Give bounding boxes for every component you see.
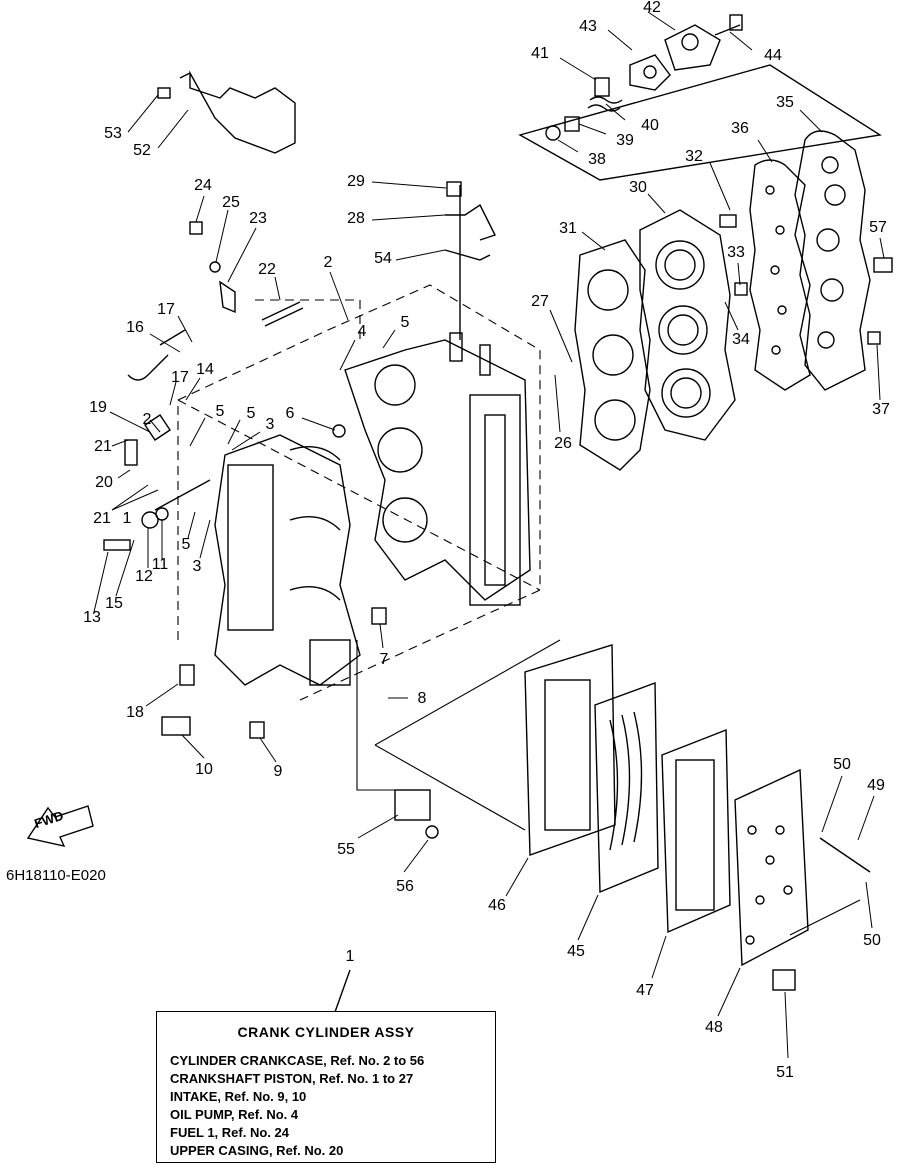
callout-52: 52 <box>133 142 151 159</box>
callout-26: 26 <box>554 435 572 452</box>
callout-9: 9 <box>273 763 283 780</box>
callout-31: 31 <box>559 220 577 237</box>
callout-34: 34 <box>732 331 750 348</box>
callout-47: 47 <box>636 982 654 999</box>
fwd-arrow <box>26 805 94 847</box>
callout-7: 7 <box>379 651 389 668</box>
callout-13: 13 <box>83 609 101 626</box>
callout-33: 33 <box>727 244 745 261</box>
callout-25: 25 <box>222 194 240 211</box>
intake-leader-lines <box>356 639 861 936</box>
callout-17a: 17 <box>157 301 175 318</box>
callout-21a: 21 <box>94 438 112 455</box>
legend-line: OIL PUMP, Ref. No. 4 <box>170 1107 299 1122</box>
callout-15: 15 <box>105 595 123 612</box>
callout-35: 35 <box>776 94 794 111</box>
callout-32: 32 <box>685 148 703 165</box>
callout-44: 44 <box>764 47 782 64</box>
callout-54: 54 <box>374 250 392 267</box>
callout-48: 48 <box>705 1019 723 1036</box>
callout-57: 57 <box>869 219 887 236</box>
callout-16: 16 <box>126 319 144 336</box>
callout-5c: 5 <box>246 405 256 422</box>
callout-1a: 1 <box>122 510 132 527</box>
legend-box: CRANK CYLINDER ASSY CYLINDER CRANKCASE, … <box>156 1011 496 1163</box>
legend-line: CYLINDER CRANKCASE, Ref. No. 2 to 56 <box>170 1053 425 1068</box>
callout-49: 49 <box>867 777 885 794</box>
callout-30: 30 <box>629 179 647 196</box>
callout-12: 12 <box>135 568 153 585</box>
callout-56: 56 <box>396 878 414 895</box>
callout-24: 24 <box>194 177 212 194</box>
crankcase <box>214 434 361 686</box>
callout-4: 4 <box>357 323 367 340</box>
oil-pump-group <box>518 14 882 181</box>
callout-45: 45 <box>567 943 585 960</box>
legend-lines: CYLINDER CRANKCASE, Ref. No. 2 to 56 CRA… <box>170 1052 424 1160</box>
callout-21b: 21 <box>93 510 111 527</box>
callout-22: 22 <box>258 261 276 278</box>
callout-50a: 50 <box>833 756 851 773</box>
callout-5a: 5 <box>400 314 410 331</box>
callout-42: 42 <box>643 0 661 16</box>
legend-title: CRANK CYLINDER ASSY <box>237 1024 415 1040</box>
callout-leaders <box>93 11 885 1059</box>
callout-29: 29 <box>347 173 365 190</box>
exhaust-covers <box>719 130 893 391</box>
callout-14: 14 <box>196 361 214 378</box>
callout-43: 43 <box>579 18 597 35</box>
callout-50b: 50 <box>863 932 881 949</box>
callout-40: 40 <box>641 117 659 134</box>
callout-38: 38 <box>588 151 606 168</box>
callout-8: 8 <box>417 690 427 707</box>
callout-36: 36 <box>731 120 749 137</box>
intake-gasket-47 <box>661 728 731 934</box>
callout-2a: 2 <box>323 254 333 271</box>
callout-46: 46 <box>488 897 506 914</box>
callout-11: 11 <box>151 556 169 573</box>
callout-28: 28 <box>347 210 365 227</box>
callout-1-legend: 1 <box>345 948 355 965</box>
callout-37: 37 <box>872 401 890 418</box>
legend-line: UPPER CASING, Ref. No. 20 <box>170 1143 344 1158</box>
callout-17b: 17 <box>171 369 189 386</box>
callout-5d: 5 <box>181 536 191 553</box>
callout-23: 23 <box>249 210 267 227</box>
callout-18: 18 <box>126 704 144 721</box>
callout-10: 10 <box>195 761 213 778</box>
reed-valve-45 <box>594 682 659 894</box>
head-gasket <box>574 239 651 471</box>
callout-55: 55 <box>337 841 355 858</box>
callout-6: 6 <box>285 405 295 422</box>
callout-2b: 2 <box>142 411 152 428</box>
intake-cover-48 <box>734 768 809 967</box>
small-hardware <box>103 70 871 991</box>
callout-19: 19 <box>89 399 107 416</box>
callout-5b: 5 <box>215 403 225 420</box>
callout-41: 41 <box>531 45 549 62</box>
callout-3a: 3 <box>265 416 275 433</box>
callout-53: 53 <box>104 125 122 142</box>
dashed-assembly-frames <box>177 284 541 701</box>
callout-51: 51 <box>776 1064 794 1081</box>
callout-27: 27 <box>531 293 549 310</box>
legend-line: CRANKSHAFT PISTON, Ref. No. 1 to 27 <box>170 1071 414 1086</box>
legend-leader <box>334 969 351 1013</box>
callout-20: 20 <box>95 474 113 491</box>
callout-39: 39 <box>616 132 634 149</box>
figure-code: 6H18110-E020 <box>6 867 106 884</box>
intake-gasket-46 <box>524 644 616 856</box>
cylinder-head <box>639 209 736 441</box>
legend-line: FUEL 1, Ref. No. 24 <box>170 1125 289 1140</box>
callout-3b: 3 <box>192 558 202 575</box>
cylinder-block <box>344 332 531 606</box>
legend-line: INTAKE, Ref. No. 9, 10 <box>170 1089 307 1104</box>
